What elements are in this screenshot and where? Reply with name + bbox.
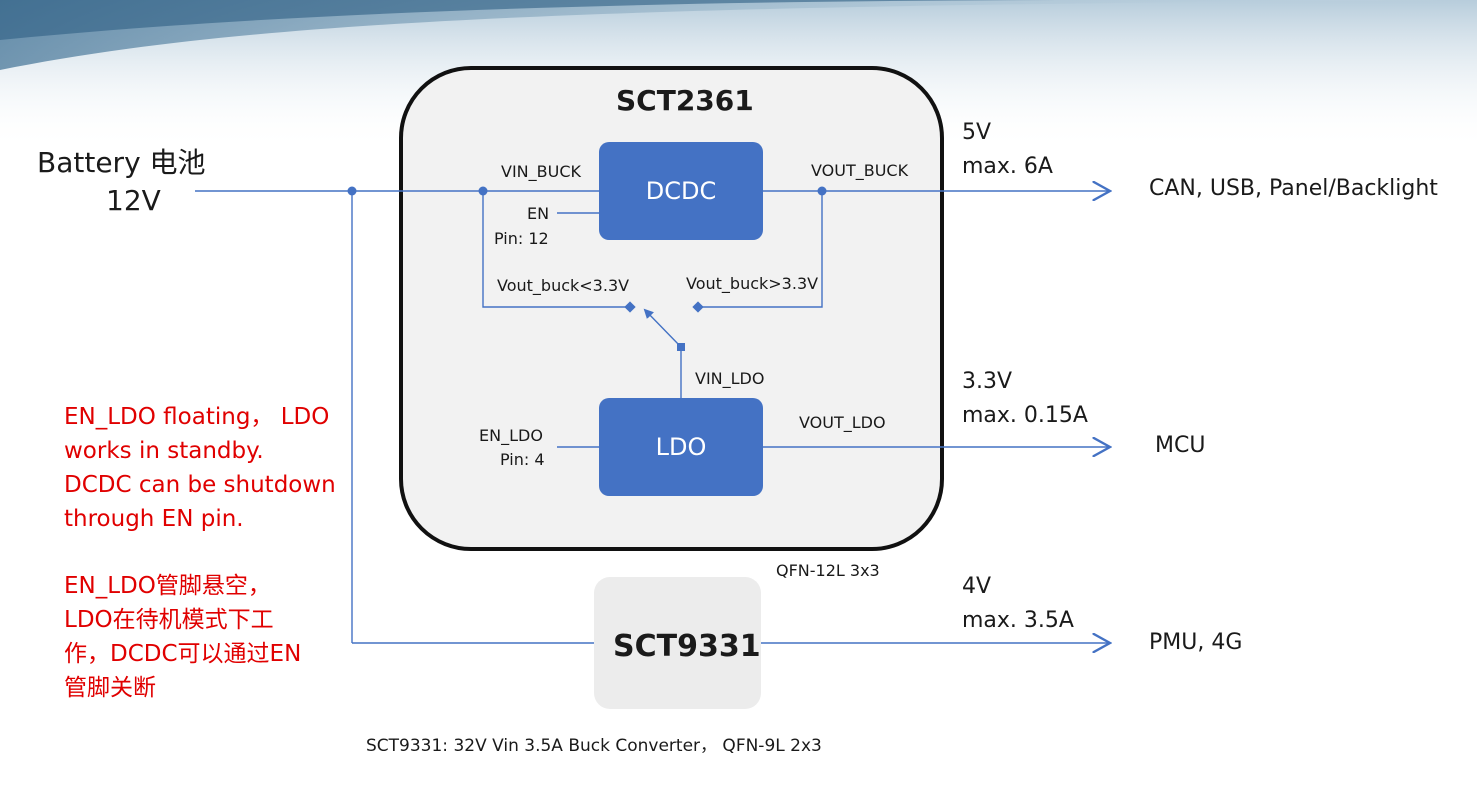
vin-buck-branch [482, 191, 630, 308]
sct2361-package-label: QFN-12L 3x3 [776, 561, 880, 580]
sct2361-title: SCT2361 [616, 84, 754, 117]
output-5v-voltage: 5V [962, 120, 992, 145]
output-3v3-current: max. 0.15A [962, 403, 1088, 428]
note-english-line: works in standby. [64, 438, 264, 464]
output-4v-voltage: 4V [962, 574, 992, 599]
junction-dot-vout-buck [817, 186, 827, 196]
vout-ldo-label: VOUT_LDO [799, 413, 886, 432]
note-chinese: EN_LDO管脚悬空， LDO在待机模式下工 作，DCDC可以通过EN 管脚关断 [64, 569, 301, 705]
note-chinese-line: 作，DCDC可以通过EN [64, 641, 302, 667]
switch-contact-high [692, 301, 704, 313]
note-chinese-line: LDO在待机模式下工 [64, 607, 274, 633]
output-3v3-voltage: 3.3V [962, 369, 1013, 394]
sct9331-description: SCT9331: 32V Vin 3.5A Buck Converter， QF… [366, 736, 822, 756]
switch-pivot [677, 343, 685, 351]
junction-dot-battery [347, 186, 357, 196]
sct9331-title: SCT9331 [613, 629, 761, 664]
sct9331-package [594, 577, 761, 709]
vout-buck-branch [698, 191, 823, 308]
vin-buck-label: VIN_BUCK [501, 162, 581, 181]
note-english-line: through EN pin. [64, 506, 244, 532]
vout-buck-label: VOUT_BUCK [811, 161, 909, 180]
switch-arm [643, 308, 682, 348]
note-english-line: EN_LDO floating， LDO [64, 404, 330, 430]
output-4v-load: PMU, 4G [1149, 630, 1243, 655]
note-english-line: DCDC can be shutdown [64, 472, 336, 498]
output-5v-load: CAN, USB, Panel/Backlight [1149, 176, 1438, 201]
vin-ldo-label: VIN_LDO [695, 369, 765, 388]
en-ldo-pin-number: Pin: 4 [500, 450, 545, 469]
dcdc-block: DCDC [599, 142, 763, 240]
note-english: EN_LDO floating， LDO works in standby. D… [64, 400, 336, 536]
en-pin-label: EN [527, 204, 550, 223]
output-5v-current: max. 6A [962, 154, 1053, 179]
junction-dot-vin-buck [478, 186, 488, 196]
battery-voltage: 12V [106, 184, 161, 217]
sct2361-package [399, 66, 944, 551]
en-ldo-label: EN_LDO [479, 426, 543, 445]
en-pin-number: Pin: 12 [494, 229, 549, 248]
note-chinese-line: EN_LDO管脚悬空， [64, 573, 271, 599]
switch-high-label: Vout_buck>3.3V [686, 274, 819, 293]
note-chinese-line: 管脚关断 [64, 675, 156, 701]
battery-label: Battery 电池 [37, 146, 206, 179]
output-3v3-load: MCU [1155, 433, 1206, 458]
switch-contact-low [624, 301, 636, 313]
ldo-block: LDO [599, 398, 763, 496]
switch-low-label: Vout_buck<3.3V [497, 276, 630, 295]
output-4v-current: max. 3.5A [962, 608, 1074, 633]
